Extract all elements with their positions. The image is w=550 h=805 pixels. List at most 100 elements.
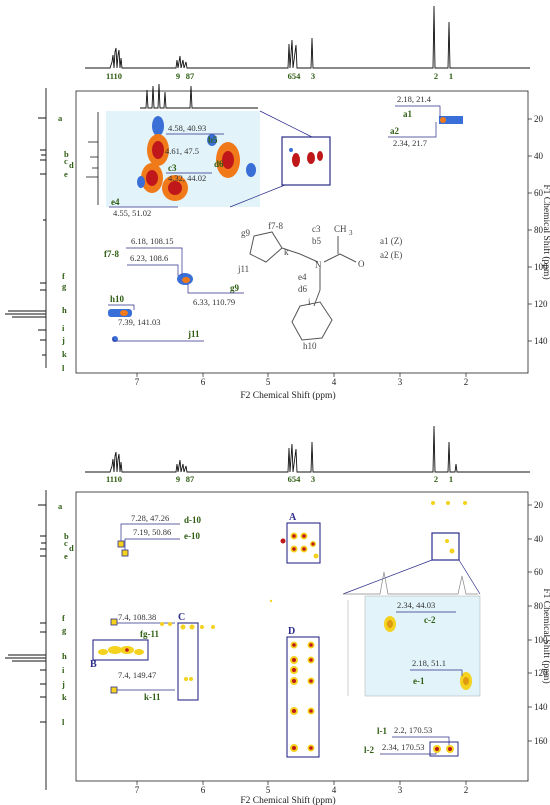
f1-label-2-a: a bbox=[58, 501, 63, 511]
struct-label-a1: a1 (Z) bbox=[380, 236, 402, 246]
y-tick-1-120: 120 bbox=[534, 299, 548, 309]
left-carbon-spectrum-2 bbox=[5, 490, 47, 790]
annotation-d6-label: d6 bbox=[214, 159, 224, 169]
h-blob-hot bbox=[120, 310, 128, 316]
struct-label-i: i bbox=[308, 297, 311, 307]
x-tick-1-5: 5 bbox=[266, 377, 271, 387]
x-tick-2-2: 2 bbox=[464, 785, 469, 795]
x-tick-2-6: 6 bbox=[201, 785, 206, 795]
annotation-e1-label: e-1 bbox=[413, 676, 425, 686]
f2-label-2-9: 9 bbox=[176, 474, 180, 484]
b-blob-4 bbox=[134, 649, 144, 655]
annotation-k11-label: k-11 bbox=[144, 692, 161, 702]
a-dot-2 bbox=[446, 501, 450, 505]
annotation-c2-value: 2.34, 44.03 bbox=[397, 600, 435, 610]
bond-co-o bbox=[339, 253, 357, 263]
annotation-l1-label: l-1 bbox=[377, 726, 387, 736]
f2-label-2-2: 2 bbox=[434, 474, 438, 484]
f1-label-h: h bbox=[62, 305, 67, 315]
f1-label-2-i: i bbox=[62, 665, 65, 675]
struct-label-e4: e4 bbox=[298, 272, 307, 282]
x-tick-1-7: 7 bbox=[135, 377, 140, 387]
bond-c-n bbox=[299, 253, 319, 263]
plot-frame-2 bbox=[75, 491, 529, 782]
f1-label-2-e: e bbox=[64, 551, 68, 561]
annotation-a1-label: a1 bbox=[403, 109, 413, 119]
f1-label-2-l: l bbox=[62, 717, 65, 727]
b-blob-1 bbox=[98, 649, 108, 655]
phenyl-ring bbox=[291, 301, 333, 341]
fg-dot-2 bbox=[160, 622, 164, 626]
c-dot-6 bbox=[189, 677, 193, 681]
f1-label-b: b bbox=[64, 149, 69, 159]
inset-blob-hot-3c bbox=[168, 181, 182, 195]
f1-label-l: l bbox=[62, 363, 65, 373]
a-region-blob bbox=[439, 116, 463, 124]
f2-label-2-1: 1 bbox=[449, 474, 453, 484]
f2-label-9: 9 bbox=[176, 71, 180, 81]
x-axis-2: 7 6 5 4 3 2 F2 Chemical Shift (ppm) bbox=[135, 781, 469, 805]
annotation-l2-value: 2.34, 170.53 bbox=[382, 742, 425, 752]
y-tick-1-140: 140 bbox=[534, 336, 548, 346]
annotation-fg11-value: 7.4, 108.38 bbox=[118, 612, 156, 622]
top-proton-spectrum-2 bbox=[85, 425, 530, 473]
plot-frame-1 bbox=[75, 90, 529, 374]
zoom-box-2 bbox=[431, 532, 460, 561]
annotation-a2-value: 2.34, 21.7 bbox=[393, 138, 427, 148]
annotation-k11-value: 7.4, 149.47 bbox=[118, 670, 156, 680]
box-d bbox=[286, 636, 320, 758]
furan-ring bbox=[249, 231, 283, 263]
y-axis-title-1: F1 Chemical Shift (ppm) bbox=[541, 184, 550, 279]
a-blob-1c bbox=[292, 534, 296, 538]
struct-label-c3: c3 bbox=[312, 224, 321, 234]
fg-blob-hot bbox=[182, 277, 190, 283]
inset-blob-hot-4c bbox=[222, 151, 234, 169]
inset-blob-hot-1c bbox=[152, 141, 164, 159]
f1-letters-2: a b c d e f g h i j k l bbox=[58, 501, 74, 727]
annotation-e10-label: e-10 bbox=[184, 531, 200, 541]
struct-label-h10: h10 bbox=[303, 341, 317, 351]
a-blob-5c bbox=[311, 542, 315, 546]
x-axis-1: 7 6 5 4 3 2 F2 Chemical Shift (ppm) bbox=[135, 373, 468, 401]
inset-spectrum-1 bbox=[140, 83, 258, 109]
annotation-f78-value-1: 6.18, 108.15 bbox=[131, 236, 174, 246]
f1-label-c: c bbox=[64, 156, 68, 166]
x-tick-2-3: 3 bbox=[398, 785, 403, 795]
y-axis-title-2: F1 Chemical Shift (ppm) bbox=[541, 588, 550, 683]
k11-marker bbox=[110, 686, 118, 694]
annotation-e4-label: e4 bbox=[111, 197, 120, 207]
y-axis-1: 20 40 60 80 100 120 140 F1 Chemical Shif… bbox=[528, 114, 550, 346]
zoom-blob-2 bbox=[307, 152, 315, 164]
y-tick-1-20: 20 bbox=[534, 114, 544, 124]
left-carbon-spectrum-1 bbox=[5, 88, 47, 368]
x-tick-2-5: 5 bbox=[266, 785, 271, 795]
a-blob-6 bbox=[313, 553, 319, 559]
annotation-l2-label: l-2 bbox=[364, 745, 374, 755]
struct-label-f78: f7-8 bbox=[268, 221, 283, 231]
c-dot-4 bbox=[211, 625, 215, 629]
zoom2-dot-1 bbox=[445, 539, 449, 543]
d-blobs bbox=[290, 641, 315, 752]
f1-label-j: j bbox=[61, 335, 65, 345]
b-blob-3c bbox=[125, 648, 129, 652]
annotation-j11-label: j11 bbox=[187, 329, 200, 339]
inset-blob-blue-3 bbox=[246, 163, 256, 177]
f1-label-2-h: h bbox=[62, 651, 67, 661]
chemical-structure bbox=[249, 231, 357, 341]
f1-label-f: f bbox=[62, 271, 65, 281]
inset-connector-1b bbox=[229, 184, 286, 208]
inset-blob-blue-2 bbox=[207, 134, 217, 146]
inset-spectrum-2 bbox=[343, 571, 478, 595]
c-dot-1 bbox=[180, 624, 186, 630]
f1-label-k: k bbox=[62, 349, 67, 359]
a-blob-4c bbox=[302, 547, 306, 551]
fg11-marker bbox=[110, 618, 118, 626]
f2-label-654: 654 bbox=[288, 71, 302, 81]
struct-label-o: O bbox=[358, 259, 365, 269]
x-tick-1-6: 6 bbox=[201, 377, 206, 387]
struct-label-n: N bbox=[315, 260, 322, 270]
f1-label-2-g: g bbox=[62, 625, 67, 635]
f1-label-2-f: f bbox=[62, 613, 65, 623]
f1-label-2-b: b bbox=[64, 531, 69, 541]
